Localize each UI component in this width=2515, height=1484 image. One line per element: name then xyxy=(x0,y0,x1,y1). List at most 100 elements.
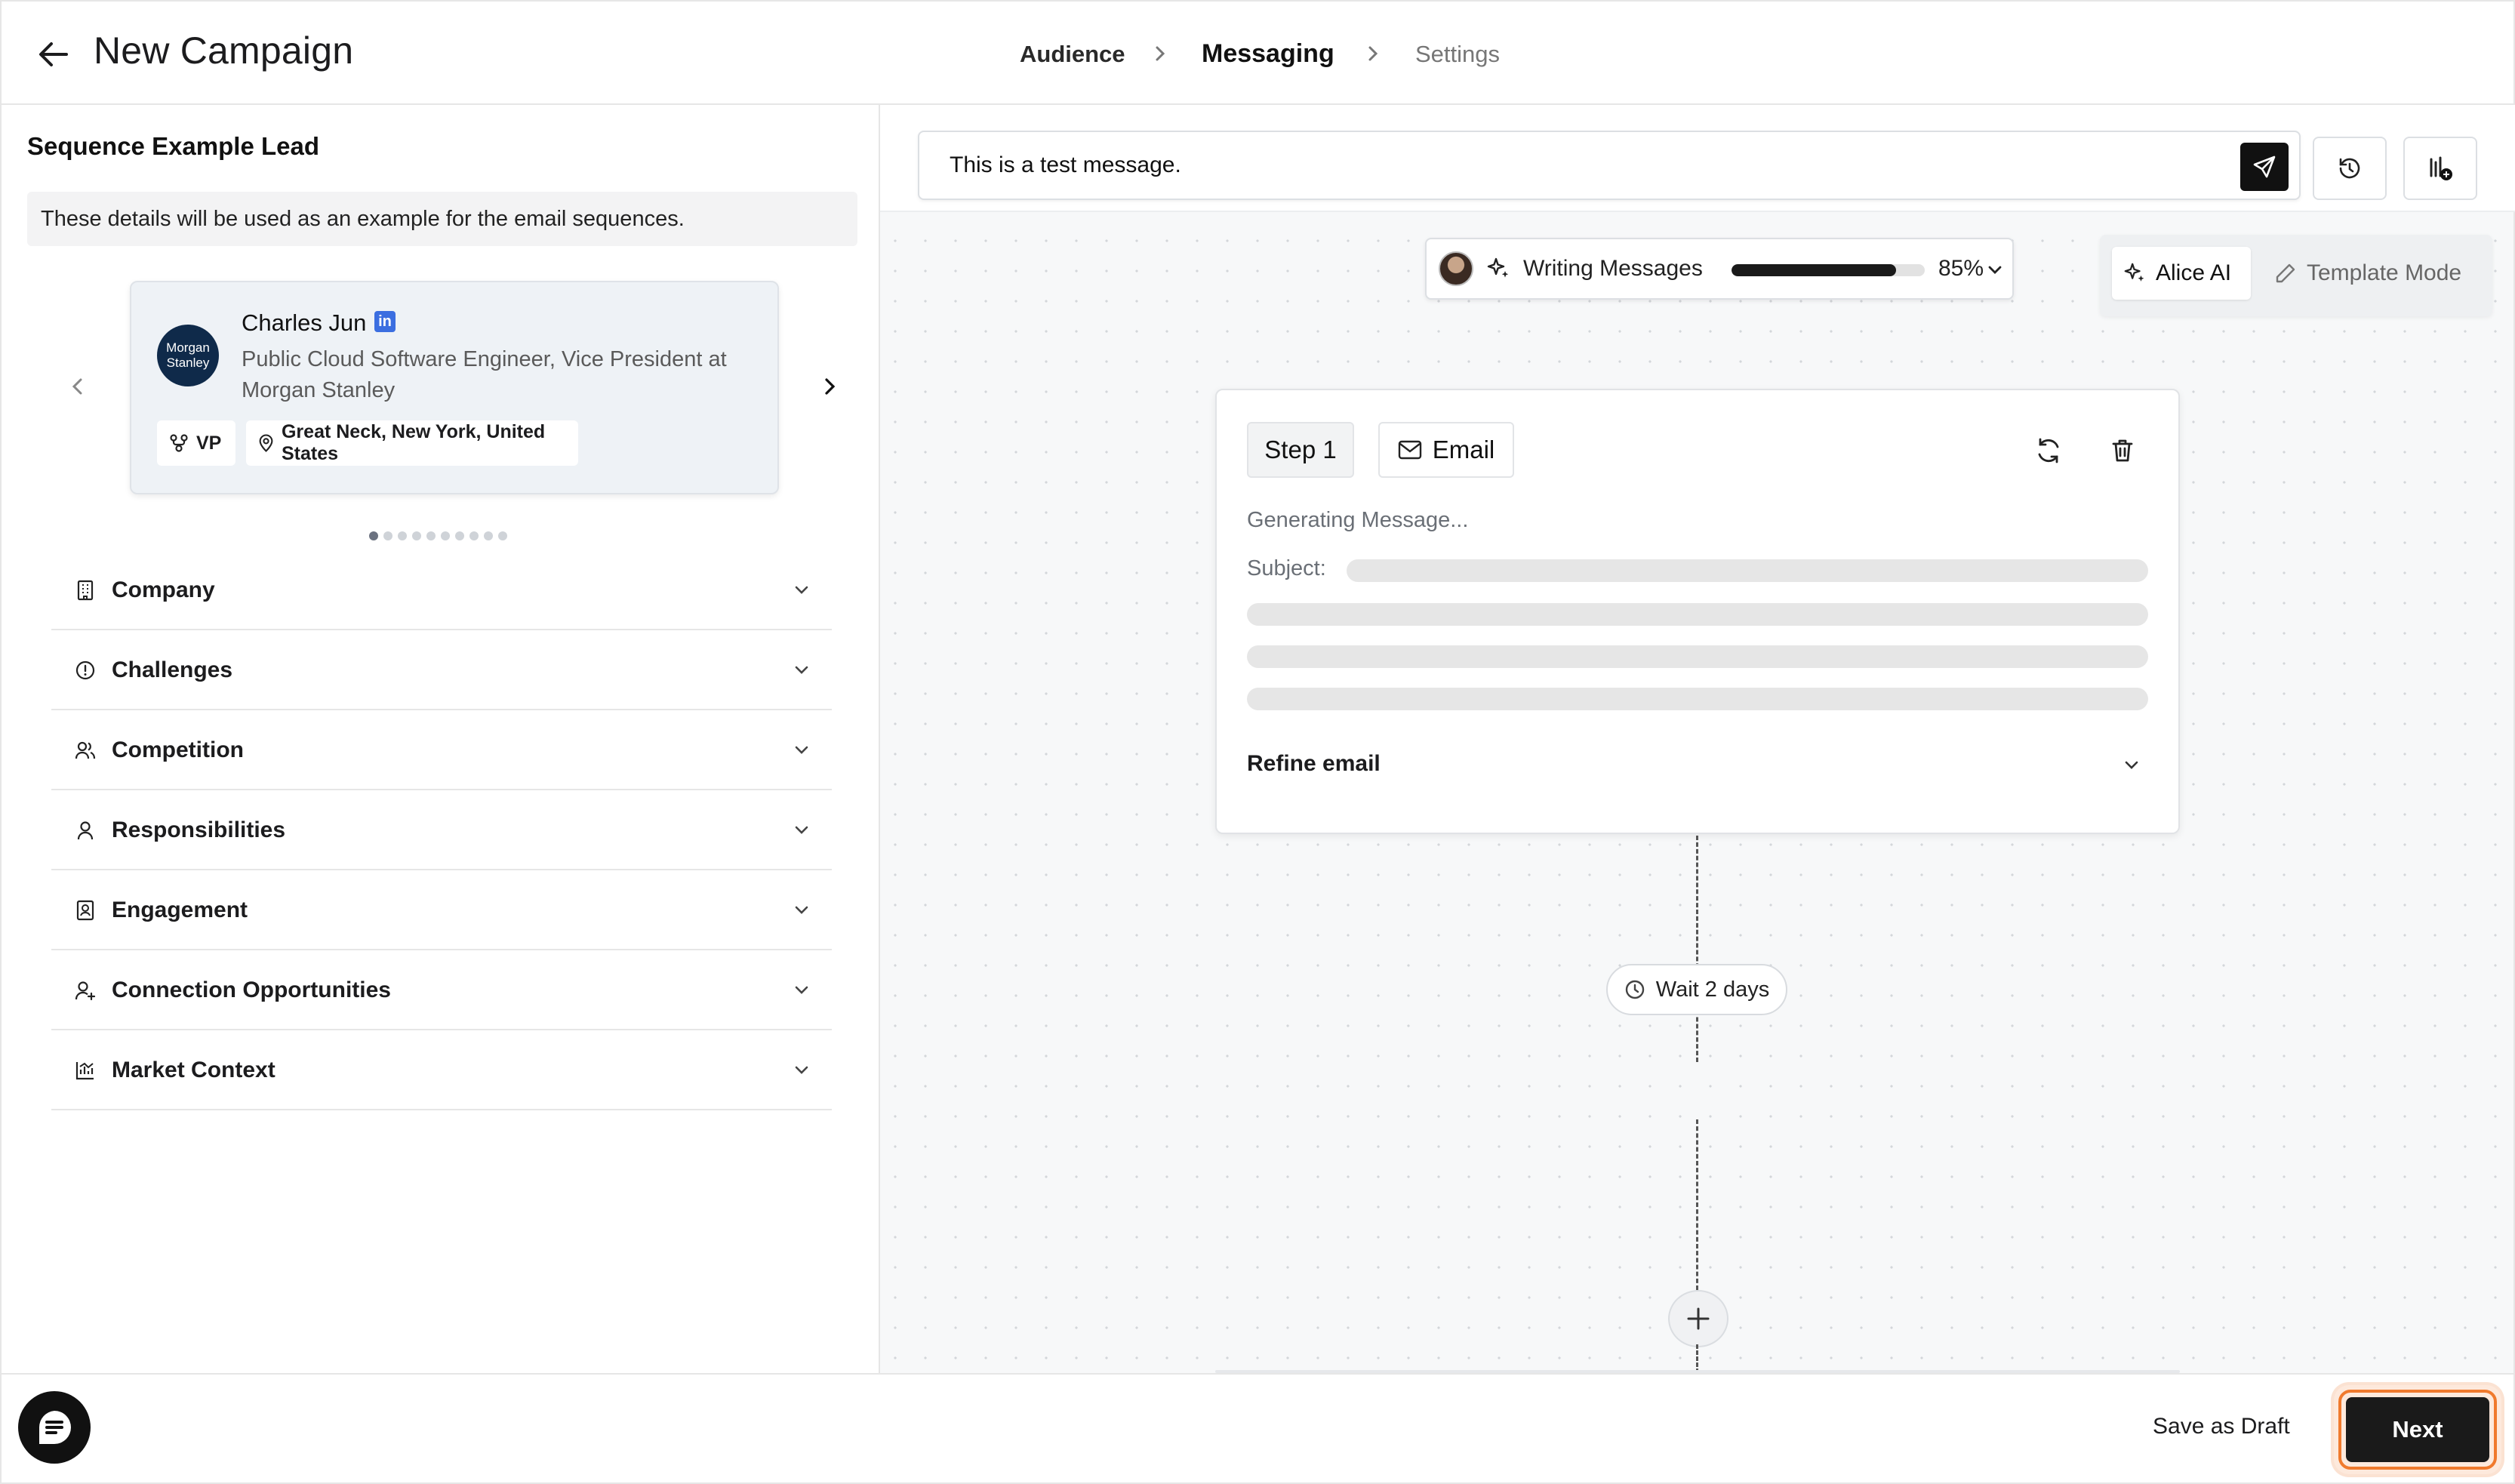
trash-icon[interactable] xyxy=(2107,436,2138,466)
sparkle-icon xyxy=(2124,263,2144,282)
sparkle-icon xyxy=(1487,257,1509,278)
assistant-avatar xyxy=(1439,251,1473,286)
chevron-down-icon[interactable] xyxy=(793,744,811,757)
subject-label: Subject: xyxy=(1247,556,1326,580)
section-label: Market Context xyxy=(112,1058,276,1082)
back-arrow-icon[interactable] xyxy=(36,38,72,71)
plus-icon xyxy=(1687,1307,1710,1330)
chevron-right-icon xyxy=(1365,44,1381,63)
breadcrumb-audience[interactable]: Audience xyxy=(1020,41,1125,67)
carousel-dot[interactable] xyxy=(398,531,407,540)
section-label: Challenges xyxy=(112,657,233,682)
seniority-text: VP xyxy=(196,432,222,454)
section-connection-opportunities[interactable]: Connection Opportunities xyxy=(51,950,832,1030)
next-button-focus-ring xyxy=(2338,1390,2497,1470)
save-as-draft-button[interactable]: Save as Draft xyxy=(2153,1414,2290,1439)
channel-badge[interactable]: Email xyxy=(1378,422,1514,478)
chart-icon xyxy=(75,1062,94,1080)
user-plus-icon xyxy=(75,981,96,1001)
section-challenges[interactable]: Challenges xyxy=(51,630,832,710)
location-chip: Great Neck, New York, United States xyxy=(246,420,578,466)
alice-ai-mode-button[interactable]: Alice AI xyxy=(2112,247,2251,300)
subject-skeleton xyxy=(1347,559,2148,582)
carousel-dot[interactable] xyxy=(369,531,378,540)
analytics-button[interactable] xyxy=(2403,137,2477,200)
body-skeleton-line xyxy=(1247,645,2148,668)
lead-panel-note: These details will be used as an example… xyxy=(27,192,857,246)
composer-bar xyxy=(880,105,2515,212)
lead-panel-heading: Sequence Example Lead xyxy=(27,132,319,160)
chevron-down-icon[interactable] xyxy=(793,583,811,597)
progress-bar xyxy=(1732,264,1925,276)
chevron-right-icon[interactable] xyxy=(820,375,839,398)
carousel-dot[interactable] xyxy=(412,531,421,540)
chevron-down-icon[interactable] xyxy=(2123,759,2141,772)
carousel-dots xyxy=(369,531,507,540)
carousel-dot[interactable] xyxy=(498,531,507,540)
progress-percent: 85% xyxy=(1938,256,1984,281)
history-button[interactable] xyxy=(2313,137,2387,200)
chevron-down-icon[interactable] xyxy=(1987,263,2003,277)
section-label: Company xyxy=(112,577,215,602)
breadcrumb-settings[interactable]: Settings xyxy=(1415,41,1501,67)
next-button-focus-halo: Next xyxy=(2334,1385,2501,1474)
send-icon xyxy=(2253,155,2276,178)
lead-name: Charles Jun xyxy=(242,309,367,336)
chevron-down-icon[interactable] xyxy=(793,984,811,997)
carousel-dot[interactable] xyxy=(484,531,493,540)
wait-delay-label: Wait 2 days xyxy=(1655,977,1770,1002)
company-logo-text: Morgan Stanley xyxy=(166,340,210,370)
section-responsibilities[interactable]: Responsibilities xyxy=(51,790,832,870)
section-label: Competition xyxy=(112,737,244,762)
body-skeleton-line xyxy=(1247,603,2148,626)
next-step-card-edge xyxy=(1215,1370,2180,1373)
step-number-badge: Step 1 xyxy=(1247,422,1354,478)
breadcrumb-messaging[interactable]: Messaging xyxy=(1202,39,1334,68)
seniority-chip: VP xyxy=(157,420,235,466)
generation-progress[interactable]: Writing Messages 85% xyxy=(1425,238,2014,300)
next-button[interactable]: Next xyxy=(2346,1397,2489,1462)
hierarchy-icon xyxy=(170,434,188,452)
mode-switcher: Alice AI Template Mode xyxy=(2100,235,2492,316)
carousel-dot[interactable] xyxy=(426,531,436,540)
regenerate-icon[interactable] xyxy=(2033,436,2064,466)
history-icon xyxy=(2339,158,2360,179)
chevron-left-icon[interactable] xyxy=(68,375,88,398)
carousel-dot[interactable] xyxy=(455,531,464,540)
sequence-connector xyxy=(1696,1344,1698,1373)
carousel-dot[interactable] xyxy=(441,531,450,540)
body-skeleton-line xyxy=(1247,688,2148,710)
lead-title: Public Cloud Software Engineer, Vice Pre… xyxy=(242,347,727,402)
template-mode-button[interactable]: Template Mode xyxy=(2267,247,2486,300)
sequence-canvas[interactable]: Writing Messages 85% Alice AI Template M… xyxy=(880,105,2515,1373)
wait-delay-pill[interactable]: Wait 2 days xyxy=(1606,964,1787,1015)
chevron-down-icon[interactable] xyxy=(793,1064,811,1077)
section-market-context[interactable]: Market Context xyxy=(51,1030,832,1110)
carousel-dot[interactable] xyxy=(469,531,479,540)
send-button[interactable] xyxy=(2240,143,2289,191)
section-company[interactable]: Company xyxy=(51,550,832,630)
add-step-button[interactable] xyxy=(1668,1290,1728,1347)
message-input[interactable] xyxy=(950,149,2157,182)
chevron-down-icon[interactable] xyxy=(793,824,811,837)
section-engagement[interactable]: Engagement xyxy=(51,870,832,950)
location-text: Great Neck, New York, United States xyxy=(281,421,546,464)
message-composer xyxy=(918,131,2301,200)
chat-icon xyxy=(38,1411,71,1444)
lead-panel: Sequence Example Lead These details will… xyxy=(0,105,880,1373)
generation-status: Generating Message... xyxy=(1247,508,1469,532)
chevron-down-icon[interactable] xyxy=(793,663,811,677)
top-header: New Campaign Audience Messaging Settings xyxy=(0,0,2515,105)
refine-email-toggle[interactable]: Refine email xyxy=(1247,751,1381,776)
section-competition[interactable]: Competition xyxy=(51,710,832,790)
sequence-connector xyxy=(1696,836,1698,1062)
sequence-connector xyxy=(1696,1119,1698,1290)
linkedin-icon[interactable]: in xyxy=(374,311,396,332)
alert-circle-icon xyxy=(75,660,95,680)
support-chat-button[interactable] xyxy=(18,1391,91,1464)
chevron-down-icon[interactable] xyxy=(793,904,811,917)
carousel-dot[interactable] xyxy=(383,531,392,540)
section-label: Responsibilities xyxy=(112,817,286,842)
chevron-right-icon xyxy=(1152,44,1168,63)
channel-label: Email xyxy=(1432,436,1495,463)
